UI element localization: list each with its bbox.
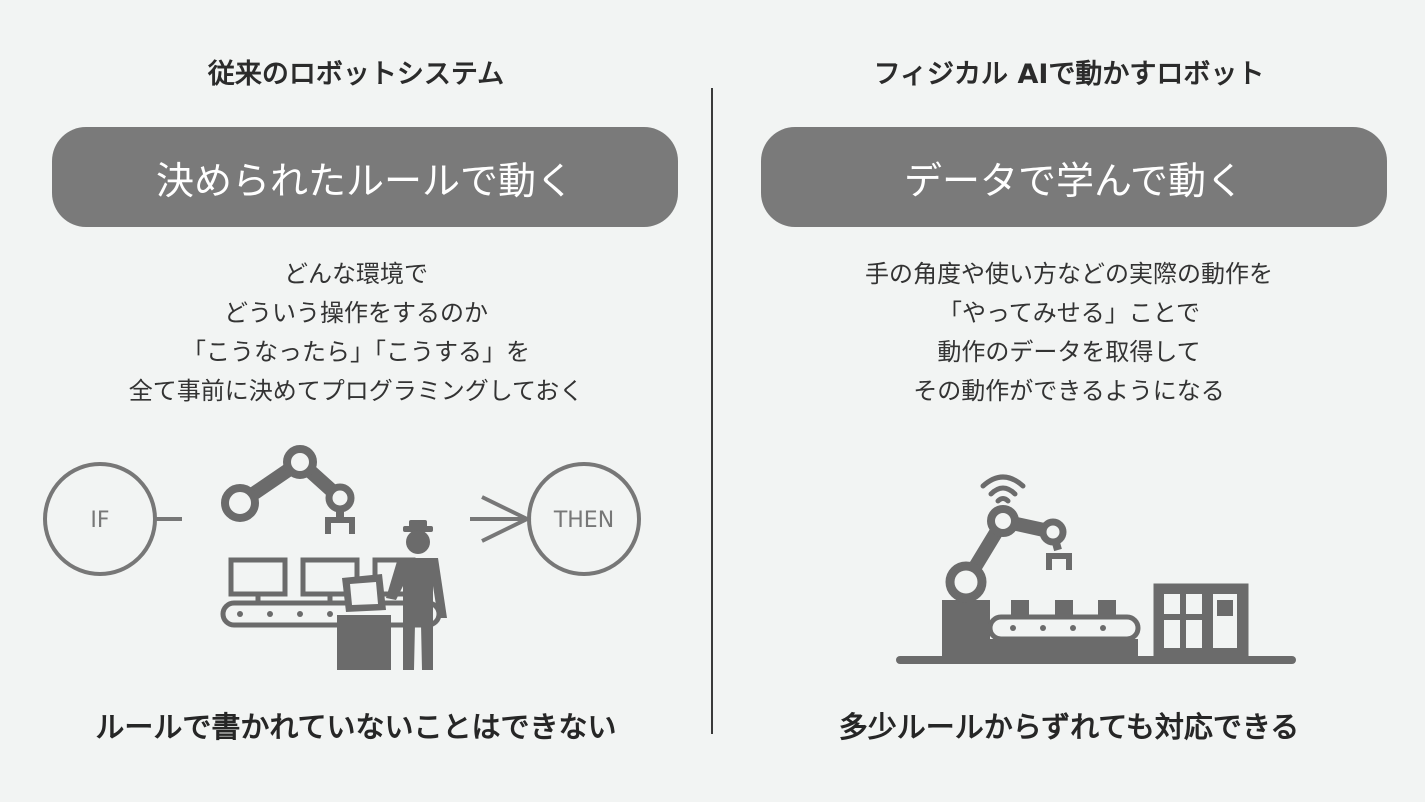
traditional-footer: ルールで書かれていないことはできない [95,710,617,744]
description-line: 「こうなったら」「こうする」を [182,338,530,366]
monitor-icon [228,557,416,602]
worker-icon [386,520,447,670]
if-circle: IF [43,462,182,576]
rule-based-illustration: IF [43,445,641,670]
traditional-robot-column: 従来のロボットシステム 決められたルールで動く どんな環境で どういう操作をする… [0,0,712,802]
description-line: 動作のデータを取得して [937,338,1201,366]
control-panel-icon [337,574,391,670]
robot-arm-icon [221,445,355,534]
physical-ai-description: 手の角度や使い方などの実際の動作を 「やってみせる」ことで 動作のデータを取得し… [713,255,1425,411]
arrow-icon [470,495,532,543]
ai-robot-illustration [896,474,1296,664]
center-divider [711,88,713,734]
data-learning-pill: データで学んで動く [761,127,1387,227]
physical-ai-footer: 多少ルールからずれても対応できる [838,710,1300,744]
then-circle: THEN [527,462,641,576]
description-line: 手の角度や使い方などの実際の動作を [865,260,1273,288]
physical-ai-title: フィジカル AIで動かすロボット [873,59,1265,90]
description-line: どんな環境で [284,260,428,288]
description-line: どういう操作をするのか [224,299,488,327]
physical-ai-column: フィジカル AIで動かすロボット データで学んで動く 手の角度や使い方などの実際… [713,0,1425,802]
description-line: 全て事前に決めてプログラミングしておく [128,377,584,405]
description-line: 「やってみせる」ことで [937,299,1201,327]
rule-based-pill: 決められたルールで動く [52,127,678,227]
if-label: IF [90,508,109,533]
traditional-description: どんな環境で どういう操作をするのか 「こうなったら」「こうする」を 全て事前に… [0,255,712,411]
wifi-icon [980,474,1026,504]
box-icon [1011,600,1116,615]
then-label: THEN [553,508,614,533]
robot-arm-icon [942,505,1072,660]
description-line: その動作ができるようになる [913,377,1225,405]
conveyor-belt-icon [987,614,1141,660]
shelf-icon [1153,583,1249,661]
traditional-title: 従来のロボットシステム [207,59,505,90]
